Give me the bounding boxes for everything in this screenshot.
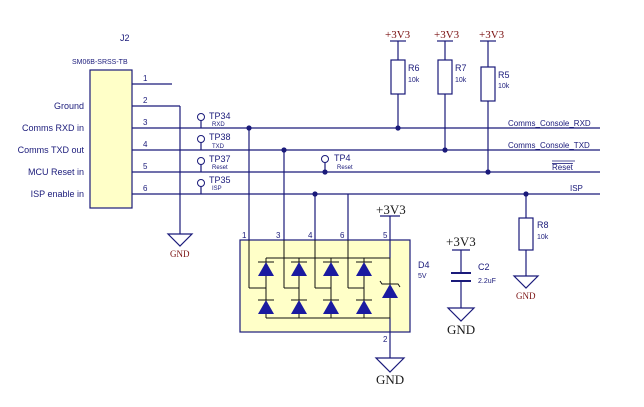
test-point-tp34 xyxy=(197,113,205,121)
diode-icon xyxy=(356,262,372,276)
resistor-ref: R5 xyxy=(498,70,510,80)
ground-label: GND xyxy=(376,372,404,387)
diode-icon xyxy=(291,300,307,314)
ground-label: GND xyxy=(447,322,475,337)
connector-j2: J2 SM06B-SRSS-TB 1 2 3 4 5 6 Ground Comm… xyxy=(18,33,200,209)
test-point-tp37 xyxy=(197,157,205,165)
tvs-value: 5V xyxy=(418,273,427,280)
connector-part: SM06B-SRSS-TB xyxy=(72,59,128,66)
tvs-array-d4: 1 3 4 6 5 2 D4 5V xyxy=(239,202,430,387)
resistor-value: 10k xyxy=(455,77,467,84)
ground-label: GND xyxy=(516,291,536,301)
pin-label: Ground xyxy=(54,101,84,111)
rail-label: +3V3 xyxy=(376,202,406,217)
ground-symbol-j2: GND xyxy=(166,106,194,259)
net-label-rxd: Comms_Console_RXD xyxy=(508,119,591,128)
test-point-tp38 xyxy=(197,135,205,143)
tp-net: Reset xyxy=(337,165,353,171)
test-point-tp35 xyxy=(197,179,205,187)
resistor-value: 10k xyxy=(537,234,549,241)
tp-net: RXD xyxy=(212,122,225,128)
tvs-pin: 5 xyxy=(383,231,388,240)
connector-body xyxy=(89,69,133,209)
diode-icon xyxy=(323,262,339,276)
pin-number: 1 xyxy=(143,74,148,83)
signal-nets: Comms_Console_RXD Comms_Console_TXD Rese… xyxy=(200,119,600,195)
test-point-tp4 xyxy=(321,155,329,163)
net-label-txd: Comms_Console_TXD xyxy=(508,141,590,150)
tvs-pin: 6 xyxy=(340,231,345,240)
test-points: TP34 RXD TP38 TXD TP37 Reset TP35 ISP TP… xyxy=(197,111,353,194)
pin-number: 4 xyxy=(143,140,148,149)
diode-icon xyxy=(291,262,307,276)
pin-number: 5 xyxy=(143,162,148,171)
zener-diode-icon xyxy=(382,284,398,298)
pin-label: Comms RXD in xyxy=(22,123,84,133)
pin-number: 2 xyxy=(143,96,148,105)
resistor-r7 xyxy=(437,59,453,95)
rail-label: +3V3 xyxy=(385,29,411,41)
net-label-reset: Reset xyxy=(552,163,574,172)
diode-icon xyxy=(323,300,339,314)
tp-ref: TP4 xyxy=(334,153,351,163)
tp-ref: TP38 xyxy=(209,132,231,142)
resistor-value: 10k xyxy=(408,77,420,84)
ground-label: GND xyxy=(170,249,190,259)
diode-icon xyxy=(258,262,274,276)
resistor-ref: R7 xyxy=(455,63,467,73)
rail-label: +3V3 xyxy=(479,29,505,41)
diode-icon xyxy=(356,300,372,314)
tvs-pin: 2 xyxy=(383,335,388,344)
pulldown-r8: R8 10k GND xyxy=(512,194,549,301)
resistor-r5 xyxy=(480,66,496,102)
pullup-resistors: +3V3 R6 10k +3V3 R7 10k +3V3 R5 10k xyxy=(385,29,510,172)
tvs-pin: 3 xyxy=(276,231,281,240)
pin-number: 3 xyxy=(143,118,148,127)
capacitor-value: 2.2uF xyxy=(478,278,496,285)
pin-label: ISP enable in xyxy=(31,189,84,199)
tp-net: ISP xyxy=(212,186,222,192)
capacitor-c2: +3V3 GND C2 2.2uF xyxy=(446,234,496,337)
tvs-drops xyxy=(248,128,349,240)
tvs-pin: 1 xyxy=(242,231,247,240)
diode-icon xyxy=(258,300,274,314)
pin-label: Comms TXD out xyxy=(18,145,85,155)
connector-ref: J2 xyxy=(120,33,130,43)
tp-ref: TP34 xyxy=(209,111,231,121)
pin-number: 6 xyxy=(143,184,148,193)
tp-ref: TP37 xyxy=(209,154,231,164)
resistor-value: 10k xyxy=(498,83,510,90)
resistor-r6 xyxy=(390,59,406,95)
rail-label: +3V3 xyxy=(446,234,476,249)
net-label-isp: ISP xyxy=(570,184,583,193)
resistor-ref: R6 xyxy=(408,63,420,73)
tvs-pin: 4 xyxy=(308,231,313,240)
tvs-body xyxy=(239,239,411,333)
junctions xyxy=(246,125,529,197)
tp-net: Reset xyxy=(212,165,228,171)
tvs-ref: D4 xyxy=(418,260,430,270)
tp-ref: TP35 xyxy=(209,175,231,185)
resistor-ref: R8 xyxy=(537,220,549,230)
rail-label: +3V3 xyxy=(434,29,460,41)
tp-net: TXD xyxy=(212,144,225,150)
capacitor-ref: C2 xyxy=(478,262,490,272)
pin-label: MCU Reset in xyxy=(28,167,84,177)
resistor-r8 xyxy=(518,217,534,251)
